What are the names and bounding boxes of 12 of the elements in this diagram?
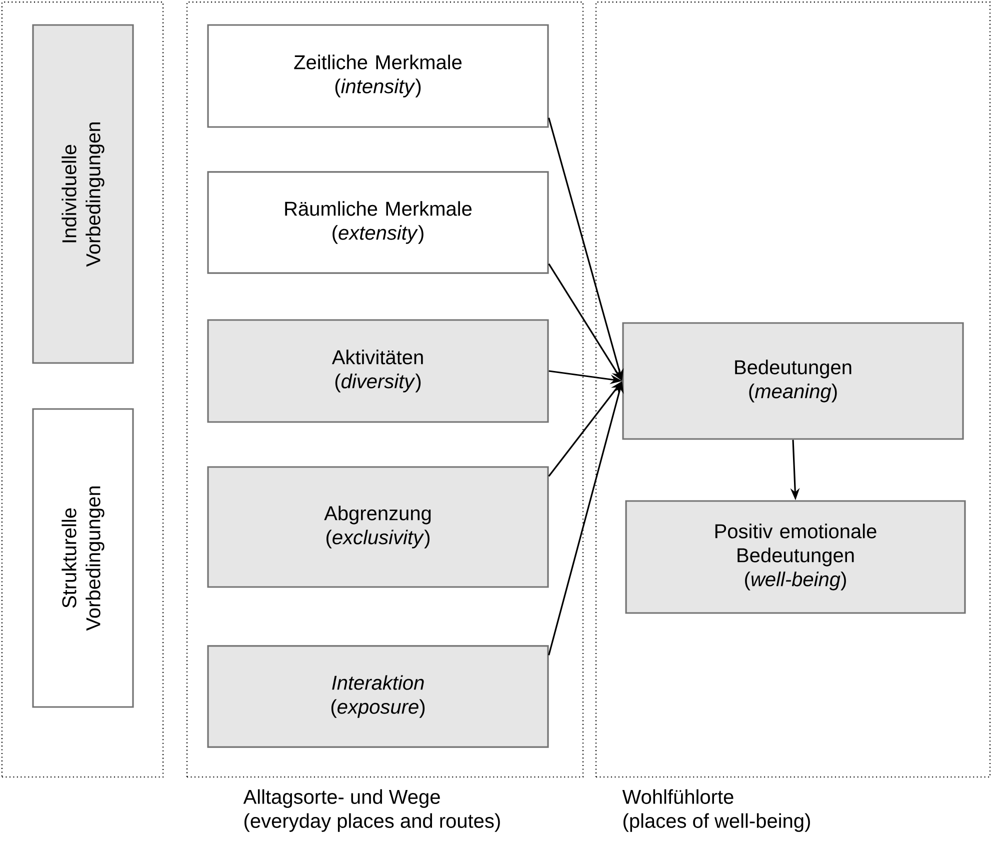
panel-caption: Alltagsorte- und Wege (everyday places and routes)	[243, 789, 500, 832]
text-box: Individuelle Vorbedingungen	[32, 24, 134, 364]
text-box: Zeitliche Merkmale (intensity)	[207, 24, 549, 128]
text-box: Bedeutungen (meaning)	[622, 322, 964, 440]
text-box: Interaktion (exposure)	[207, 645, 549, 748]
text-box: Aktivitäten (diversity)	[207, 319, 549, 423]
text-box: Positiv emotionale Bedeutungen (well-being)	[625, 500, 966, 614]
panel-caption: Wohlfühlorte (places of well-being)	[622, 789, 810, 832]
text-box: Räumliche Merkmale (extensity)	[207, 171, 549, 274]
panel-frame	[1, 2, 164, 778]
text-box: Abgrenzung (exclusivity)	[207, 466, 549, 588]
text-box: Strukturelle Vorbedingungen	[32, 408, 134, 708]
